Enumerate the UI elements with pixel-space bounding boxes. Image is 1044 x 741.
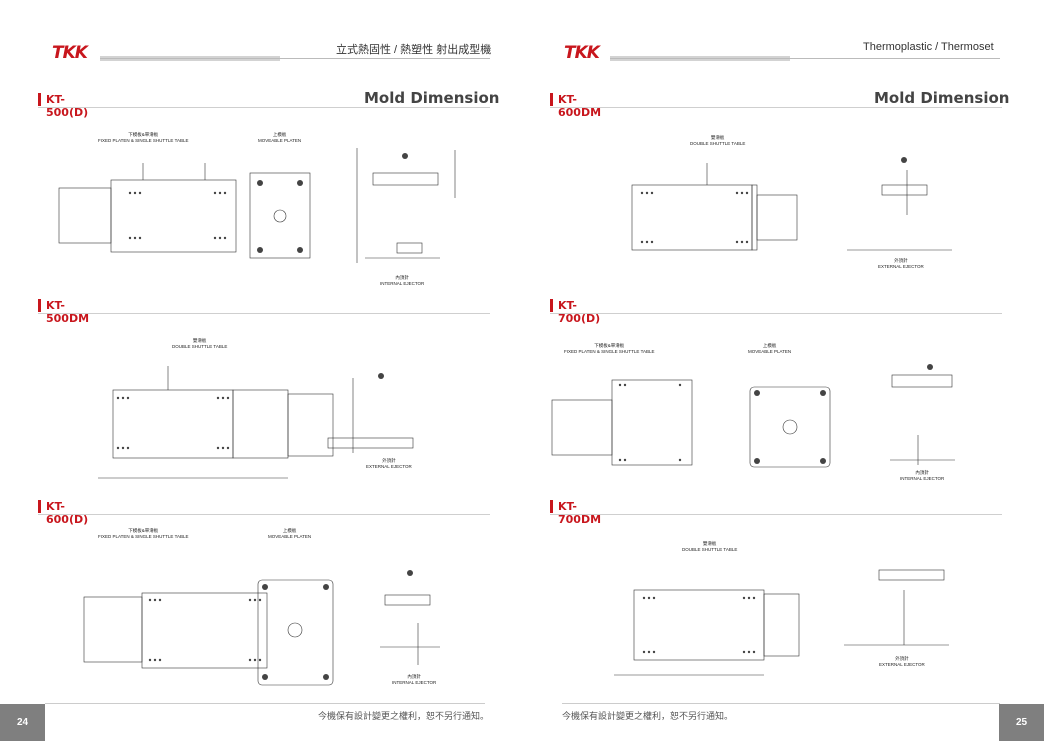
caption-internal-ejector: 內頂針 INTERNAL EJECTOR: [380, 275, 425, 286]
caption-double-shuttle: 雙滑板 DOUBLE SHUTTLE TABLE: [172, 338, 228, 349]
caption-fixed-platen-600: 下模板&單滑板 FIXED PLATEN & SINGLE SHUTTLE TA…: [98, 528, 189, 539]
kt-700d-drawings: [551, 364, 955, 468]
caption-external-ejector: 外頂針 EXTERNAL EJECTOR: [878, 258, 924, 269]
section-title: KT-600(D): [46, 500, 89, 526]
caption-fixed-platen: 下模板&單滑板 FIXED PLATEN & SINGLE SHUTTLE TA…: [98, 132, 189, 143]
mold-dimension-heading: Mold Dimension: [874, 89, 1010, 107]
header-rule: [100, 58, 490, 59]
section-title: KT-600DM: [558, 93, 602, 119]
footer-notice-left: 今機保有設計變更之權利，恕不另行通知。: [318, 711, 490, 721]
kt-700dm-drawings: [614, 569, 949, 676]
header-text: 立式熱固性 / 熱塑性 射出成型機: [336, 44, 492, 56]
left-page: TKK 立式熱固性 / 熱塑性 射出成型機 KT-500(D) Mold Dim…: [0, 43, 500, 741]
kt-600d-drawings: [83, 570, 440, 686]
caption-moveable-platen-700: 上模板 MOVEABLE PLATEN: [748, 343, 792, 354]
footer-rule: [45, 703, 485, 704]
right-page: TKK Thermoplastic / Thermoset KT-600DM M…: [522, 0, 1044, 741]
kt-600dm-drawings: [631, 157, 952, 251]
footer-notice-right: 今機保有設計變更之權利，恕不另行通知。: [562, 711, 734, 721]
caption-internal-ejector-700: 內頂針 INTERNAL EJECTOR: [900, 470, 945, 481]
section-title: KT-500(D): [46, 93, 89, 119]
page-number-right: 25: [999, 704, 1044, 741]
caption-internal-ejector-600: 內頂針 INTERNAL EJECTOR: [392, 674, 437, 685]
page-number-left: 24: [0, 704, 45, 741]
mold-dimension-heading: Mold Dimension: [364, 89, 500, 107]
section-title: KT-500DM: [46, 299, 90, 325]
caption-double-shuttle: 雙滑板 DOUBLE SHUTTLE TABLE: [690, 135, 746, 146]
brand-logo: TKK: [564, 43, 600, 63]
header-rule: [610, 58, 1000, 59]
section-title: KT-700DM: [558, 500, 602, 526]
header-text: Thermoplastic / Thermoset: [863, 41, 994, 53]
caption-fixed-platen-700: 下模板&單滑板 FIXED PLATEN & SINGLE SHUTTLE TA…: [564, 343, 655, 354]
caption-external-ejector: 外頂針 EXTERNAL EJECTOR: [366, 458, 412, 469]
footer-rule: [562, 703, 1000, 704]
caption-moveable-platen-600: 上模板 MOVEABLE PLATEN: [268, 528, 312, 539]
section-title: KT-700(D): [558, 299, 601, 325]
caption-moveable-platen: 上模板 MOVEABLE PLATEN: [258, 132, 302, 143]
kt-500dm-drawings: [98, 366, 414, 479]
kt-500d-drawings: [58, 148, 456, 263]
caption-double-shuttle-700: 雙滑板 DOUBLE SHUTTLE TABLE: [682, 541, 738, 552]
caption-external-ejector-700: 外頂針 EXTERNAL EJECTOR: [879, 656, 925, 667]
brand-logo: TKK: [52, 43, 88, 63]
